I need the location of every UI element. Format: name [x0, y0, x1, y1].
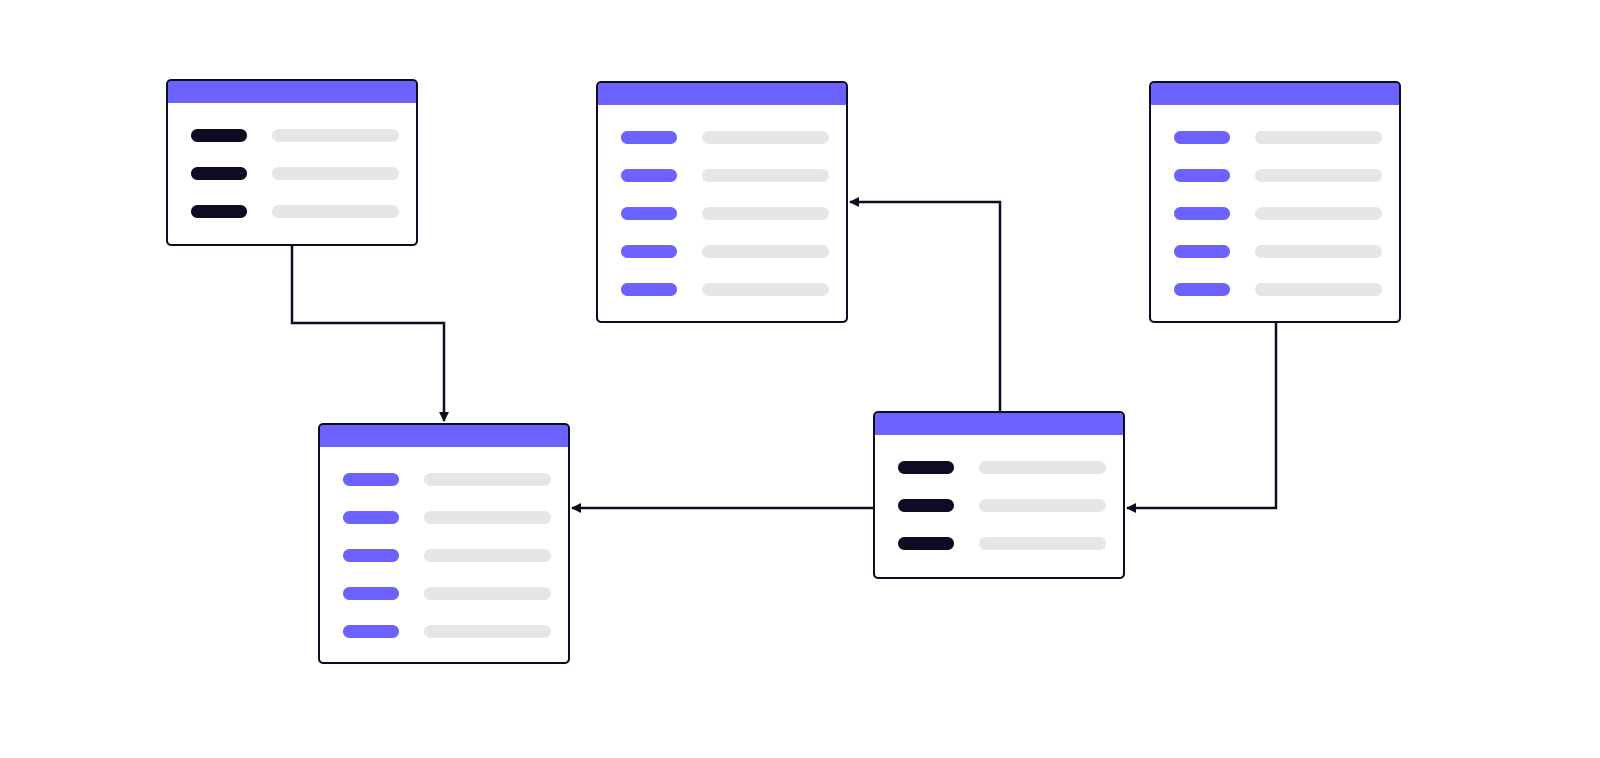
table-row: [320, 473, 568, 511]
field-name-placeholder: [343, 549, 399, 562]
table-row: [1151, 245, 1399, 283]
table-row: [1151, 283, 1399, 321]
table-row: [320, 511, 568, 549]
card-body: [168, 103, 416, 243]
table-card[interactable]: [166, 79, 418, 246]
table-row: [168, 205, 416, 243]
table-row: [598, 283, 846, 321]
table-row: [1151, 169, 1399, 207]
card-body: [875, 435, 1123, 575]
table-row: [875, 461, 1123, 499]
field-value-placeholder: [424, 473, 551, 486]
table-row: [1151, 207, 1399, 245]
field-name-placeholder: [621, 283, 677, 296]
field-value-placeholder: [702, 207, 829, 220]
card-body: [1151, 105, 1399, 321]
table-card[interactable]: [318, 423, 570, 664]
field-value-placeholder: [1255, 131, 1382, 144]
field-name-placeholder: [1174, 207, 1230, 220]
field-value-placeholder: [702, 283, 829, 296]
table-row: [320, 587, 568, 625]
field-name-placeholder: [898, 461, 954, 474]
field-name-placeholder: [191, 167, 247, 180]
table-row: [598, 207, 846, 245]
field-value-placeholder: [979, 499, 1106, 512]
field-name-placeholder: [621, 207, 677, 220]
table-card[interactable]: [1149, 81, 1401, 323]
field-value-placeholder: [1255, 245, 1382, 258]
table-row: [598, 245, 846, 283]
field-name-placeholder: [343, 511, 399, 524]
field-value-placeholder: [272, 167, 399, 180]
field-name-placeholder: [1174, 245, 1230, 258]
connector-c-to-e: [1126, 323, 1278, 513]
field-name-placeholder: [621, 131, 677, 144]
connector-e-to-b: [849, 197, 1002, 411]
field-name-placeholder: [343, 625, 399, 638]
field-name-placeholder: [191, 129, 247, 142]
field-name-placeholder: [191, 205, 247, 218]
field-value-placeholder: [1255, 207, 1382, 220]
field-value-placeholder: [702, 131, 829, 144]
field-value-placeholder: [1255, 283, 1382, 296]
field-value-placeholder: [979, 537, 1106, 550]
table-card[interactable]: [596, 81, 848, 323]
card-header: [320, 425, 568, 447]
table-row: [168, 129, 416, 167]
field-name-placeholder: [1174, 131, 1230, 144]
table-row: [320, 625, 568, 662]
field-name-placeholder: [898, 499, 954, 512]
field-value-placeholder: [1255, 169, 1382, 182]
table-row: [320, 549, 568, 587]
table-row: [875, 499, 1123, 537]
field-name-placeholder: [1174, 169, 1230, 182]
card-header: [598, 83, 846, 105]
card-header: [1151, 83, 1399, 105]
field-value-placeholder: [272, 129, 399, 142]
card-header: [875, 413, 1123, 435]
card-header: [168, 81, 416, 103]
table-card[interactable]: [873, 411, 1125, 579]
field-value-placeholder: [424, 587, 551, 600]
table-row: [1151, 131, 1399, 169]
field-name-placeholder: [621, 245, 677, 258]
table-row: [168, 167, 416, 205]
field-value-placeholder: [702, 169, 829, 182]
field-value-placeholder: [424, 549, 551, 562]
card-body: [598, 105, 846, 321]
field-name-placeholder: [343, 473, 399, 486]
field-value-placeholder: [702, 245, 829, 258]
card-body: [320, 447, 568, 662]
field-value-placeholder: [979, 461, 1106, 474]
field-value-placeholder: [424, 625, 551, 638]
field-name-placeholder: [1174, 283, 1230, 296]
field-name-placeholder: [343, 587, 399, 600]
field-name-placeholder: [621, 169, 677, 182]
field-value-placeholder: [272, 205, 399, 218]
field-value-placeholder: [424, 511, 551, 524]
table-row: [598, 131, 846, 169]
field-name-placeholder: [898, 537, 954, 550]
table-row: [598, 169, 846, 207]
connector-a-to-d: [290, 246, 449, 422]
table-row: [875, 537, 1123, 575]
